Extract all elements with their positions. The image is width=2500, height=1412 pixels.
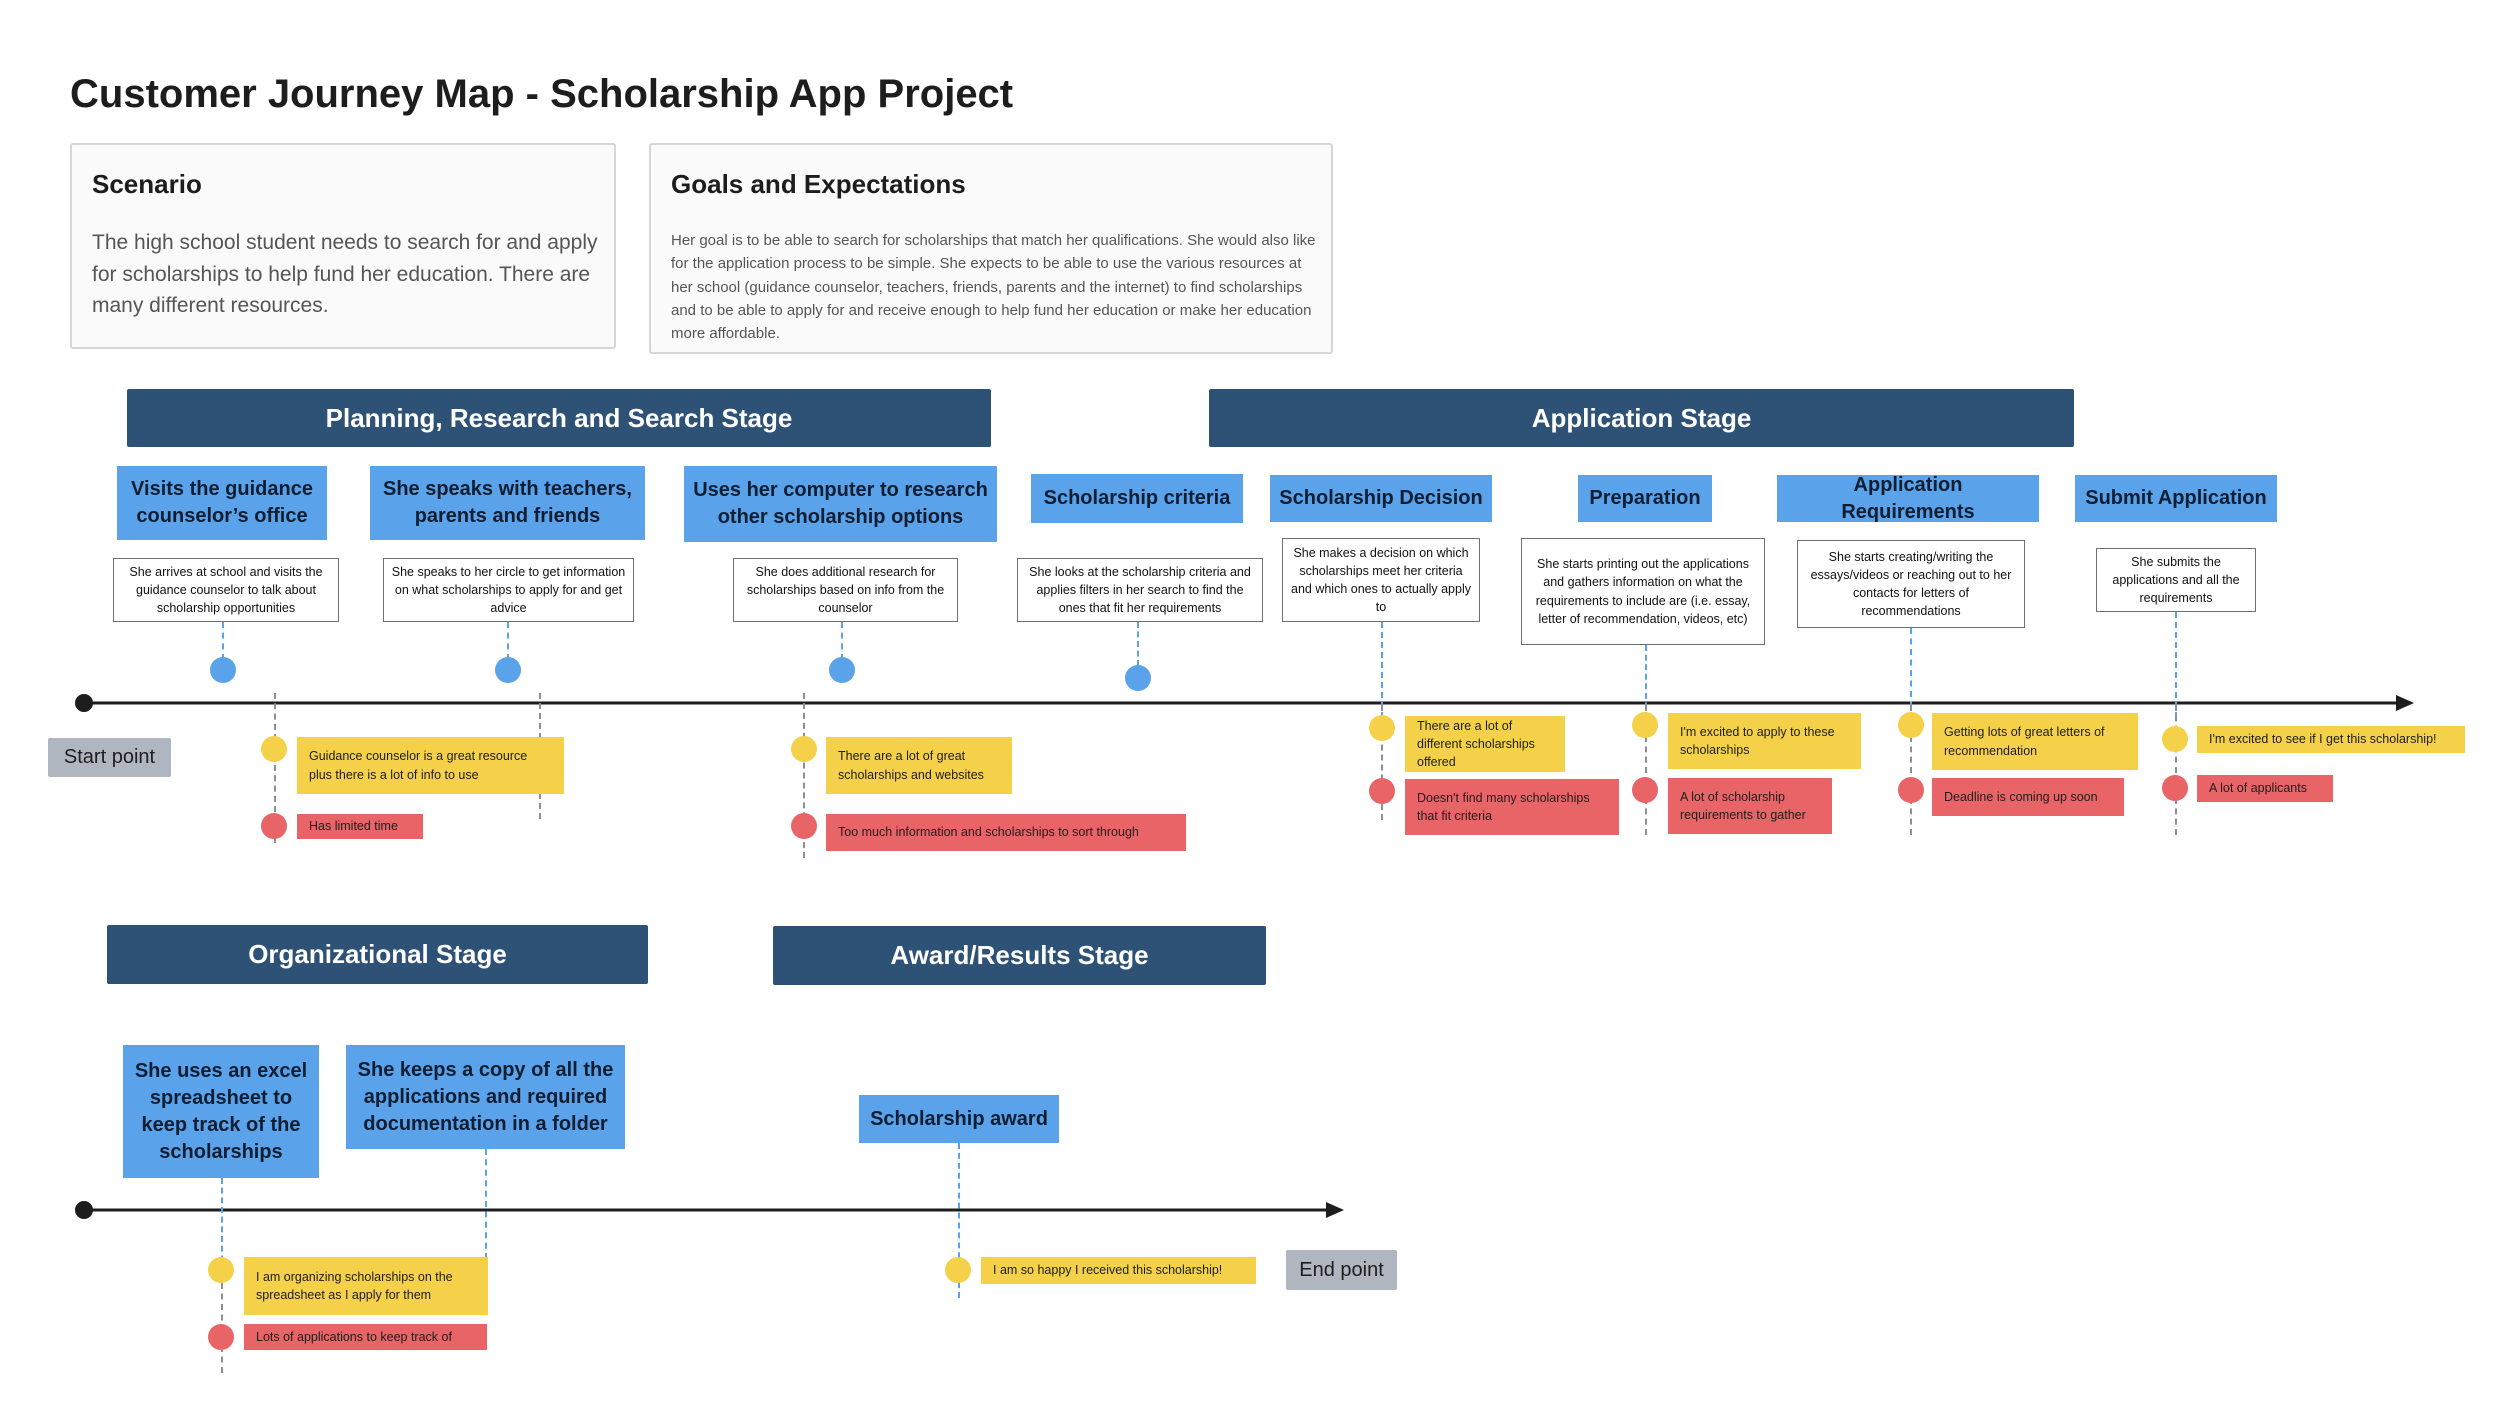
step-dot-1 [210,657,236,683]
stage-organizational: Organizational Stage [107,925,648,984]
step-desc-7: She starts creating/writing the essays/v… [1797,540,2025,628]
timeline-top [75,694,2414,712]
connector-2 [507,622,509,660]
connector-6 [1645,645,1647,718]
positive-dot-1 [261,736,287,762]
positive-note-2: There are a lot of great scholarships an… [826,737,1012,794]
step-card-1: Visits the guidance counselor’s office [117,466,327,540]
step-desc-1: She arrives at school and visits the gui… [113,558,339,622]
connector-11 [958,1143,960,1298]
step-card-2: She speaks with teachers, parents and fr… [370,466,645,540]
positive-dot-5 [1898,712,1924,738]
goals-text: Her goal is to be able to search for sch… [671,232,1316,342]
negative-dot-4 [1632,777,1658,803]
timeline-bottom [75,1201,1344,1219]
stage-planning: Planning, Research and Search Stage [127,389,991,447]
connector-8 [2175,612,2177,718]
emotion-connector-6 [2175,705,2177,835]
step-card-4: Scholarship criteria [1031,474,1243,523]
scenario-text: The high school student needs to search … [92,231,598,317]
connector-7 [1910,628,1912,718]
step-dot-3 [829,657,855,683]
positive-dot-8 [945,1257,971,1283]
stage-award: Award/Results Stage [773,926,1266,985]
positive-note-7: I am organizing scholarships on the spre… [244,1257,488,1315]
negative-note-2: Too much information and scholarships to… [826,814,1186,851]
connector-9 [221,1178,223,1271]
step-dot-2 [495,657,521,683]
step-desc-8: She submits the applications and all the… [2096,548,2256,612]
negative-dot-6 [2162,775,2188,801]
page-title: Customer Journey Map - Scholarship App P… [70,72,1014,116]
connector-4 [1137,622,1139,666]
step-desc-6: She starts printing out the applications… [1521,538,1765,645]
end-point-marker: End point [1286,1250,1397,1290]
emotion-connector-1 [274,693,276,843]
connector-10 [485,1149,487,1259]
connector-5 [1381,622,1383,718]
step-card-5: Scholarship Decision [1270,475,1492,522]
connector-3 [841,622,843,660]
positive-dot-4 [1632,712,1658,738]
connector-1 [222,622,224,660]
emotion-connector-5 [1910,705,1912,835]
negative-note-6: A lot of applicants [2197,775,2333,802]
emotion-connector-4 [1645,705,1647,835]
negative-dot-5 [1898,777,1924,803]
negative-dot-2 [791,813,817,839]
positive-note-5: Getting lots of great letters of recomme… [1932,713,2138,770]
step-desc-4: She looks at the scholarship criteria an… [1017,558,1263,622]
positive-note-3: There are a lot of different scholarship… [1405,716,1565,772]
goals-heading: Goals and Expectations [671,169,966,199]
negative-note-3: Doesn't find many scholarships that fit … [1405,779,1619,835]
scenario-card: Scenario The high school student needs t… [70,143,616,349]
step-card-7: Application Requirements [1777,474,2039,523]
negative-dot-3 [1369,778,1395,804]
negative-note-7: Lots of applications to keep track of [244,1324,487,1350]
stage-application: Application Stage [1209,389,2074,447]
negative-note-5: Deadline is coming up soon [1932,778,2124,816]
goals-card: Goals and Expectations Her goal is to be… [649,143,1333,354]
emotion-connector-3 [1381,705,1383,820]
step-card-11: Scholarship award [859,1095,1059,1143]
positive-dot-2 [791,736,817,762]
positive-note-4: I'm excited to apply to these scholarshi… [1668,713,1861,769]
start-point-marker: Start point [48,738,171,777]
positive-dot-6 [2162,726,2188,752]
scenario-heading: Scenario [92,169,202,199]
negative-dot-1 [261,813,287,839]
step-card-3: Uses her computer to research other scho… [684,466,997,542]
emotion-connector-2 [803,693,805,858]
negative-note-4: A lot of scholarship requirements to gat… [1668,778,1832,834]
step-desc-3: She does additional research for scholar… [733,558,958,622]
negative-dot-7 [208,1324,234,1350]
negative-note-1: Has limited time [297,814,423,839]
step-dot-4 [1125,665,1151,691]
positive-note-1: Guidance counselor is a great resource p… [297,737,564,794]
step-card-10: She keeps a copy of all the applications… [346,1045,625,1149]
positive-note-8: I am so happy I received this scholarshi… [981,1257,1256,1284]
positive-note-6: I'm excited to see if I get this scholar… [2197,726,2465,753]
step-card-8: Submit Application [2075,475,2277,522]
step-card-9: She uses an excel spreadsheet to keep tr… [123,1045,319,1178]
step-card-6: Preparation [1578,475,1712,522]
step-desc-5: She makes a decision on which scholarshi… [1282,538,1480,622]
positive-dot-3 [1369,715,1395,741]
step-desc-2: She speaks to her circle to get informat… [383,558,634,622]
positive-dot-7 [208,1257,234,1283]
